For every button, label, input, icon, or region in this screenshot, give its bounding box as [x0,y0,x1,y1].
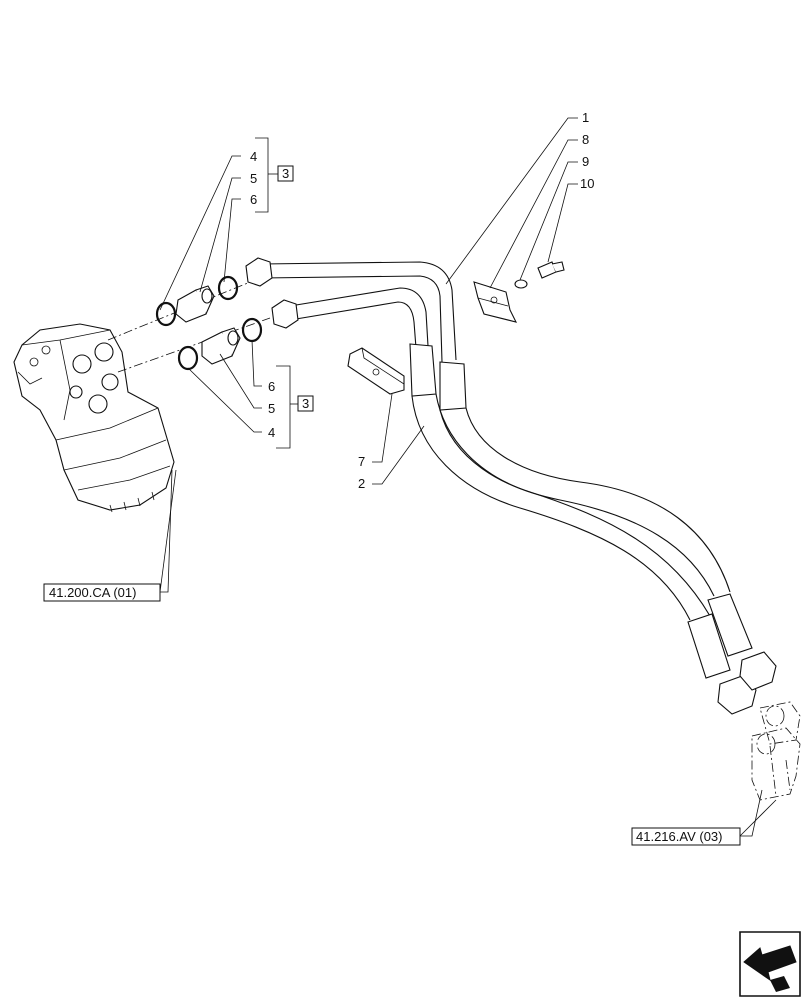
steering-unit [13,323,175,513]
pad-7 [347,347,405,395]
hose-assembly [245,257,777,715]
back-arrow-icon[interactable] [739,931,801,997]
cylinder-connection [751,701,801,801]
callout-7: 7 [358,454,365,469]
callout-10: 10 [580,176,594,191]
o-ring-6-upper [217,275,239,301]
reference-steering-unit-label: 41.200.CA (01) [49,585,136,600]
reference-steering-unit[interactable]: 41.200.CA (01) [43,583,161,602]
bolt-10 [537,261,565,279]
callout-6-lower: 6 [268,379,275,394]
callout-4-lower: 4 [268,425,275,440]
fittings-group [107,275,271,373]
adapter-5-lower [201,327,241,365]
reference-cylinder-connection[interactable]: 41.216.AV (03) [631,827,741,846]
washer-9 [514,279,528,289]
callout-5-lower: 5 [268,401,275,416]
o-ring-4-upper [155,301,177,327]
callout-4-upper: 4 [250,149,257,164]
o-ring-6-lower [241,317,263,343]
callouts: 4 5 6 3 6 5 4 3 1 8 9 10 7 2 [250,110,594,491]
callout-3-lower-box [297,395,314,412]
reference-cylinder-connection-label: 41.216.AV (03) [636,829,722,844]
callout-3-upper: 3 [282,166,289,181]
callout-3-lower: 3 [302,396,309,411]
adapter-5-upper [175,285,215,323]
callout-6-upper: 6 [250,192,257,207]
clamp-8 [473,281,518,323]
callout-9: 9 [582,154,589,169]
callout-2: 2 [358,476,365,491]
leader-lines [159,117,777,837]
callout-8: 8 [582,132,589,147]
o-ring-4-lower [177,345,199,371]
callout-5-upper: 5 [250,171,257,186]
callout-3-upper-box [277,165,294,182]
callout-1: 1 [582,110,589,125]
